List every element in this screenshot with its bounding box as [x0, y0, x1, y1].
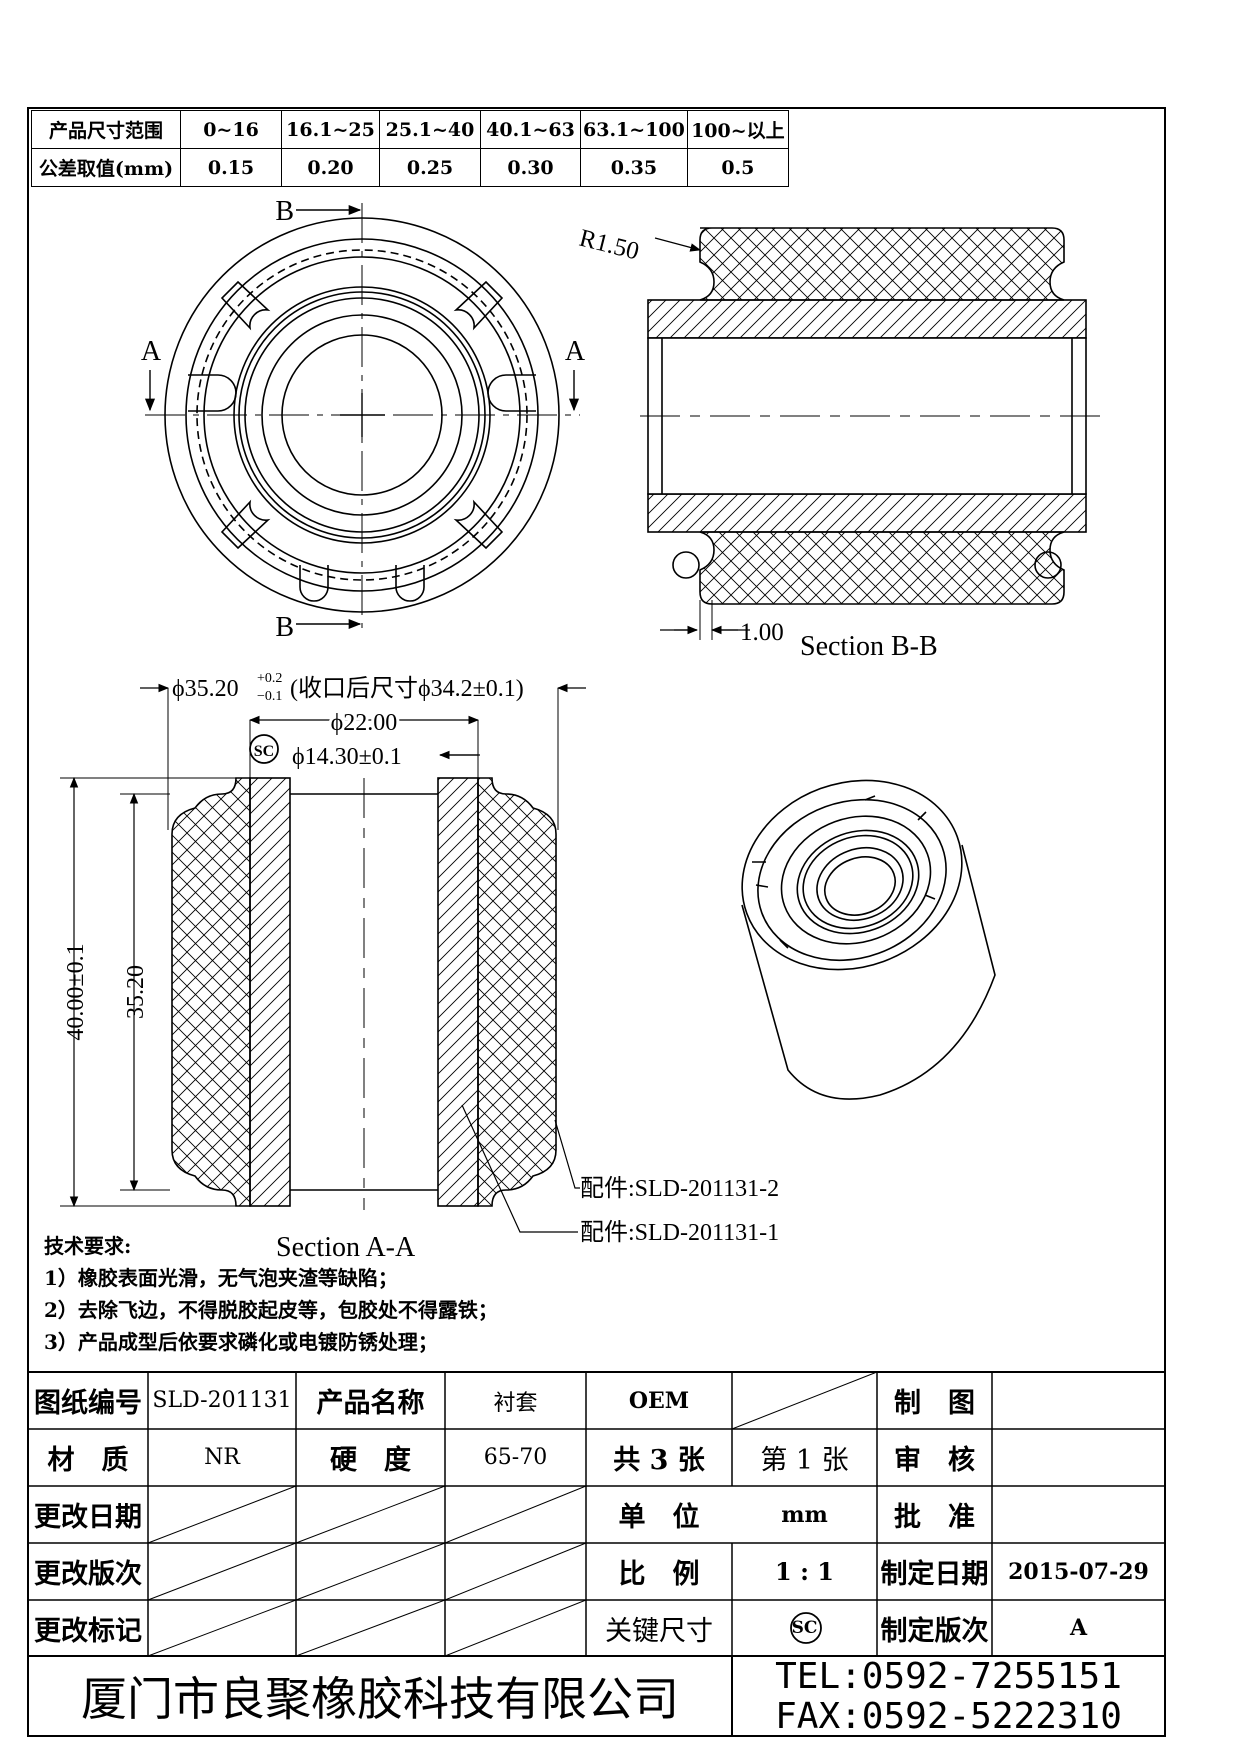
hardness-label: 硬 度	[330, 1445, 411, 1476]
material-label: 材 质	[47, 1445, 129, 1476]
section-bb-view	[640, 227, 1100, 640]
dim-mid-dia: ϕ22.00	[331, 710, 398, 736]
product-name: 衬套	[493, 1390, 538, 1416]
key-dim-symbol-circle-tb	[790, 1612, 822, 1644]
tolerance-cell: 0.5	[686, 148, 789, 187]
company-name: 厦门市良聚橡胶科技有限公司	[81, 1672, 679, 1726]
key-dim-label: 关键尺寸	[605, 1615, 713, 1647]
dim-outer-after: (收口后尺寸ϕ34.2±0.1)	[290, 675, 524, 702]
title-block-grid	[28, 1371, 1165, 1736]
change-version-label: 更改版次	[34, 1559, 142, 1590]
notes-title: 技术要求:	[44, 1234, 132, 1258]
key-dim-symbol: SC	[254, 743, 274, 760]
tolerance-cell: 0.15	[180, 148, 282, 187]
note-item: 3）产品成型后依要求磷化或电镀防锈处理；	[44, 1330, 438, 1354]
range-cell: 0~16	[180, 110, 282, 149]
unit: mm	[781, 1501, 828, 1528]
border-frame	[27, 107, 1166, 1737]
oem: OEM	[628, 1387, 690, 1414]
technical-requirements: 技术要求: 1）橡胶表面光滑，无气泡夹渣等缺陷； 2）去除飞边，不得脱胶起皮等，…	[44, 1230, 498, 1358]
note-item: 1）橡胶表面光滑，无气泡夹渣等缺陷；	[44, 1266, 398, 1290]
material: NR	[204, 1445, 240, 1470]
section-aa-view	[60, 683, 586, 1233]
table-row: 产品尺寸范围 0~16 16.1~25 25.1~40 40.1~63 63.1…	[31, 110, 789, 149]
key-dim-symbol-circle	[249, 734, 279, 764]
dim-inner-length: 35.20	[123, 965, 149, 1019]
scale-label: 比 例	[618, 1559, 700, 1590]
unit-label: 单 位	[618, 1502, 700, 1533]
section-a-label-right: A	[565, 336, 586, 367]
tolerance-cell: 0.30	[480, 148, 581, 187]
issue-version-label: 制定版次	[880, 1615, 989, 1647]
fax: FAX:0592-5222310	[775, 1695, 1122, 1737]
gap-label: 1.00	[740, 619, 784, 646]
part-ref-2: 配件:SLD-201131-2	[580, 1175, 779, 1202]
radius-label: R1.50	[577, 225, 642, 266]
review-label: 审 核	[894, 1445, 975, 1476]
section-aa-title: Section A-A	[276, 1232, 416, 1263]
row-label-tolerance: 公差取值(mm)	[31, 148, 181, 187]
range-cell: 25.1~40	[379, 110, 481, 149]
change-mark-label: 更改标记	[34, 1615, 142, 1647]
dim-length: 40.00±0.1	[63, 943, 89, 1040]
tolerance-cell: 0.35	[580, 148, 688, 187]
issue-version: A	[1069, 1615, 1088, 1641]
section-bb-title: Section B-B	[800, 631, 938, 662]
section-b-label-bottom: B	[275, 612, 294, 643]
table-row: 公差取值(mm) 0.15 0.20 0.25 0.30 0.35 0.5	[31, 148, 789, 187]
part-ref-1: 配件:SLD-201131-1	[580, 1219, 779, 1246]
tolerance-table: 产品尺寸范围 0~16 16.1~25 25.1~40 40.1~63 63.1…	[31, 110, 789, 187]
range-cell: 40.1~63	[480, 110, 581, 149]
change-date-label: 更改日期	[34, 1502, 142, 1533]
drawing-no: SLD-201131	[152, 1388, 292, 1413]
tolerance-cell: 0.20	[281, 148, 380, 187]
dim-inner-dia: ϕ14.30±0.1	[292, 744, 402, 770]
total-sheets: 共 3 张	[613, 1445, 705, 1476]
range-cell: 63.1~100	[580, 110, 688, 149]
range-cell: 16.1~25	[281, 110, 380, 149]
dim-outer-tol-lower: −0.1	[257, 689, 282, 704]
issue-date: 2015-07-29	[1008, 1558, 1149, 1585]
row-label-size-range: 产品尺寸范围	[31, 110, 181, 149]
front-view	[144, 203, 580, 630]
drafter-label: 制 图	[894, 1388, 975, 1419]
tolerance-cell: 0.25	[379, 148, 481, 187]
issue-date-label: 制定日期	[880, 1559, 989, 1590]
range-cell: 100~以上	[686, 110, 789, 149]
hardness: 65-70	[483, 1445, 548, 1470]
section-b-label-top: B	[275, 196, 294, 227]
dim-outer-dia: ϕ35.20	[172, 676, 239, 702]
key-dim-symbol-tb: SC	[791, 1618, 818, 1638]
sheet-no: 第 1 张	[760, 1445, 849, 1476]
approve-label: 批 准	[894, 1502, 975, 1533]
tel: TEL:0592-7255151	[775, 1655, 1122, 1697]
scale: 1 : 1	[775, 1557, 834, 1586]
isometric-view	[741, 779, 996, 1100]
dim-outer-tol-upper: +0.2	[257, 671, 282, 686]
product-name-label: 产品名称	[316, 1388, 425, 1419]
section-a-label-left: A	[141, 336, 162, 367]
drawing-no-label: 图纸编号	[34, 1388, 142, 1419]
note-item: 2）去除飞边，不得脱胶起皮等，包胶处不得露铁；	[44, 1298, 498, 1322]
